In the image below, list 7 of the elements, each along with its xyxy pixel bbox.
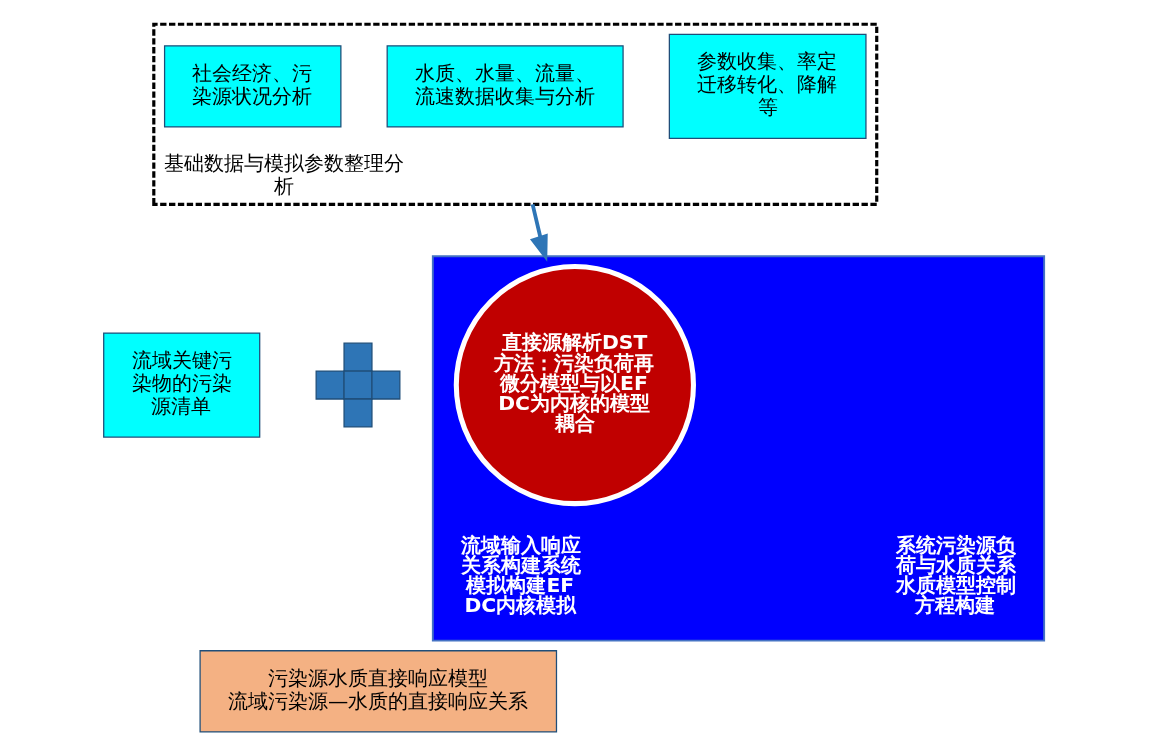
node-box: 参数收集、率定迁移转化、降解等 [668, 33, 867, 139]
arrow [529, 203, 548, 262]
node-box: 污染源水质直接响应模型 流域污染源—水质的直接响应关系 [198, 649, 557, 733]
node-box: 流域关键污染物的污染源清单 [102, 331, 260, 438]
node-box: 社会经济、污染源状况分析 [163, 44, 341, 128]
node-box: 水质、水量、流量、流速数据收集与分析 [386, 44, 624, 128]
node-circle: 直接源解析DST方法：污染负荷再微分模型与以EFDC为内核的模型耦合 [453, 263, 696, 506]
